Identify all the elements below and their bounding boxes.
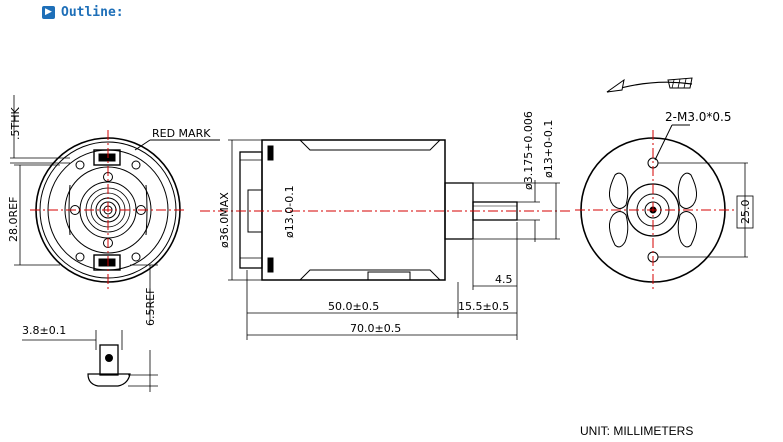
- side-view: [239, 139, 518, 281]
- mounting-face-view: [580, 77, 754, 283]
- dia13-boss-label: ø13+0-0.1: [542, 120, 555, 178]
- d70-label: 70.0±0.5: [350, 322, 401, 335]
- front-view-center-lines: [30, 130, 185, 290]
- outline-header: ▶ Outline:: [42, 5, 124, 20]
- unit-note: UNIT: MILLIMETERS: [580, 424, 694, 438]
- header-title: Outline:: [61, 5, 124, 20]
- w38-label: 3.8±0.1: [22, 324, 66, 337]
- red-mark-label: RED MARK: [152, 127, 211, 140]
- ref65-label: 6.5REF: [144, 288, 157, 326]
- d50-label: 50.0±0.5: [328, 300, 379, 313]
- d45-label: 4.5: [495, 273, 513, 286]
- terminal-detail: [22, 330, 158, 392]
- shaft-label: ø3.175+0.006: [522, 111, 535, 190]
- max36-label: ø36.0MAX: [218, 192, 231, 248]
- d155-label: 15.5±0.5: [458, 300, 509, 313]
- shaft-dimension: [517, 180, 540, 242]
- d25-label: 25.0: [739, 200, 752, 225]
- ref65-dimension: [130, 264, 158, 320]
- ref28-label: 28.0REF: [7, 197, 20, 242]
- length-dimensions: [246, 222, 518, 340]
- holes-label: 2-M3.0*0.5: [665, 110, 732, 124]
- mounting-view-center-lines: [575, 130, 735, 290]
- dia13-body-label: ø13.0-0.1: [283, 185, 296, 238]
- thk-label: .5THK: [9, 107, 22, 140]
- max36-dimension: [228, 139, 262, 281]
- play-arrow-icon: ▶: [42, 6, 55, 19]
- thk-dimension: [10, 95, 70, 164]
- ref28-dimension: [14, 164, 60, 266]
- boss-dimension: [473, 182, 560, 240]
